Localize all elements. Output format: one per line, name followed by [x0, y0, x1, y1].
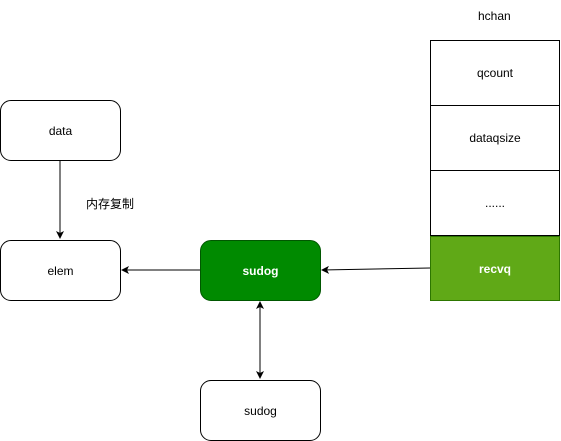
edge-recvq-to-sudog [321, 265, 431, 274]
hchan-field-label: ...... [484, 196, 505, 210]
hchan-field-qcount: qcount [430, 40, 560, 106]
hchan-field-label: recvq [478, 261, 512, 276]
hchan-field-dataqsize: dataqsize [430, 105, 560, 171]
hchan-field-ellipsis: ...... [430, 170, 560, 236]
sudog-node-main: sudog [200, 240, 321, 301]
data-node-label: data [48, 123, 73, 138]
hchan-field-label: qcount [476, 66, 514, 80]
elem-node: elem [0, 240, 121, 301]
memcopy-annotation: 内存复制 [86, 197, 135, 211]
hchan-field-label: dataqsize [469, 131, 521, 145]
sudog-node-label: sudog [242, 263, 279, 278]
sudog-node-label: sudog [244, 403, 277, 418]
sudog-node-next: sudog [200, 380, 321, 441]
hchan-title: hchan [478, 9, 511, 23]
hchan-field-recvq: recvq [430, 236, 560, 301]
data-node: data [0, 100, 121, 161]
elem-node-label: elem [47, 263, 74, 278]
